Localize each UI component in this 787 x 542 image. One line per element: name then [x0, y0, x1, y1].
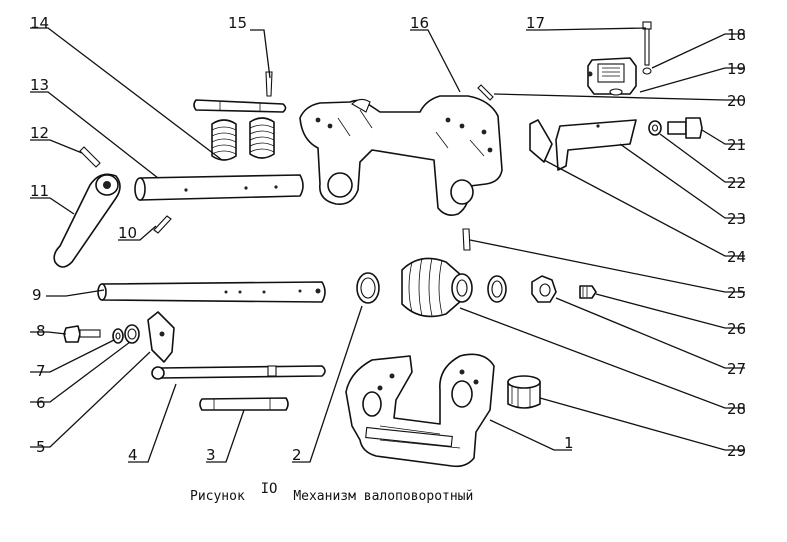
callout-25: 25 — [727, 284, 746, 302]
caption-title: Механизм валоповоротный — [293, 489, 474, 504]
part-7-washer — [112, 328, 124, 344]
callout-13: 13 — [30, 76, 49, 94]
callout-4: 4 — [128, 446, 138, 464]
callout-9: 9 — [32, 286, 42, 304]
part-8-bolt — [63, 325, 101, 343]
part-27-nut — [531, 275, 557, 303]
callout-1: 1 — [564, 434, 574, 452]
part-24-plate — [529, 119, 553, 163]
part-1-base-frame — [345, 353, 495, 468]
part-15-split-pin — [265, 71, 273, 97]
callout-8: 8 — [36, 322, 46, 340]
part-18-washer — [642, 67, 652, 75]
callout-10: 10 — [118, 224, 137, 242]
part-6-ring — [124, 324, 140, 344]
callout-numbers: 15 14 13 12 11 10 9 8 7 6 5 4 3 2 1 29 2… — [30, 14, 746, 464]
part-2-ring — [356, 272, 380, 304]
part-9-shaft — [97, 281, 326, 303]
part-12-pin — [79, 146, 101, 168]
callout-12: 12 — [30, 124, 49, 142]
callout-15: 15 — [228, 14, 247, 32]
part-5-plate — [147, 311, 175, 363]
part-10-pin — [153, 215, 172, 234]
callout-7: 7 — [36, 362, 46, 380]
callout-14: 14 — [30, 14, 49, 32]
part-14-springs — [211, 117, 275, 161]
callout-2: 2 — [292, 446, 302, 464]
part-11-handle — [53, 173, 121, 268]
callout-23: 23 — [727, 210, 746, 228]
part-28-bellows-coupling — [401, 257, 473, 318]
callout-19: 19 — [727, 60, 746, 78]
part-17-bolt — [642, 21, 652, 66]
callout-26: 26 — [727, 320, 746, 338]
callout-29: 29 — [727, 442, 746, 460]
part-29-bushing — [507, 375, 541, 409]
callout-6: 6 — [36, 394, 46, 412]
callout-27: 27 — [727, 360, 746, 378]
part-3-shaft — [199, 397, 289, 411]
part-13-shaft — [134, 174, 304, 201]
leader-lines — [30, 27, 745, 463]
caption-prefix: Рисунок — [190, 489, 245, 504]
part-23-angle-bracket — [555, 119, 637, 171]
part-22-washer — [648, 120, 662, 136]
part-21-bolt — [667, 117, 703, 139]
part-4-rod — [151, 365, 326, 380]
callout-28: 28 — [727, 400, 746, 418]
caption-number: IO — [260, 481, 278, 497]
callout-5: 5 — [36, 438, 46, 456]
callout-3: 3 — [206, 446, 216, 464]
part-16-housing-bracket — [299, 95, 503, 216]
part-20-pin — [477, 84, 494, 101]
callout-11: 11 — [30, 182, 49, 200]
callout-17: 17 — [526, 14, 545, 32]
callout-20: 20 — [727, 92, 746, 110]
part-19-switch-box — [587, 57, 637, 96]
callout-16: 16 — [410, 14, 429, 32]
figure-caption: Рисунок IO Механизм валоповоротный — [190, 481, 474, 504]
part-14-pin-shaft — [193, 99, 287, 113]
callout-24: 24 — [727, 248, 746, 266]
part-25-pin — [462, 228, 471, 251]
part-28-ring — [487, 275, 507, 303]
callout-21: 21 — [727, 136, 746, 154]
callout-22: 22 — [727, 174, 746, 192]
part-26-plug — [579, 285, 597, 299]
callout-18: 18 — [727, 26, 746, 44]
